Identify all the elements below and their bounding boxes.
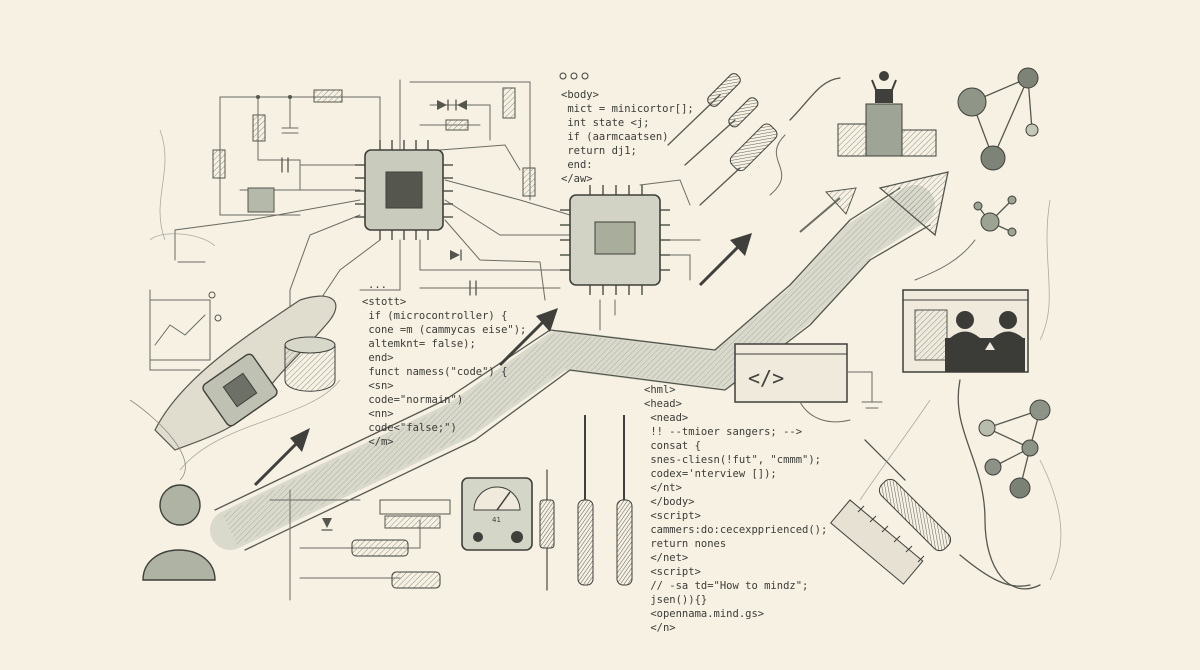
hand-chip-icon xyxy=(129,295,337,481)
podium-icon xyxy=(837,71,937,157)
screwdriver-icon-top xyxy=(667,73,759,166)
svg-text:<hml><head> <nead> !! --tm: <hml><head> <nead> !! --tmioer sangers; … xyxy=(644,384,827,634)
ruler-icon xyxy=(830,499,925,585)
person-icon xyxy=(142,484,216,581)
svg-text:<body> mict = minicortor[];: <body> mict = minicortor[]; int state <j… xyxy=(561,89,694,185)
bottom-circuit xyxy=(269,489,451,601)
network-icon xyxy=(957,67,1039,171)
code-window: </> xyxy=(734,343,883,423)
code-bottom: <hml><head> <nead> !! --tmioer sangers; … xyxy=(644,384,827,634)
sketch-swirls xyxy=(149,129,1062,581)
code-icon-label: </> xyxy=(748,366,784,390)
code-top: <body> mict = minicortor[]; int state <j… xyxy=(559,72,694,185)
resistor-icon xyxy=(539,469,555,591)
microchip-icon-2 xyxy=(560,185,670,295)
svg-text:...: ... xyxy=(368,279,387,291)
rising-arrows xyxy=(253,187,857,487)
growth-arrow-icon xyxy=(210,171,949,551)
gauge-label: 41 xyxy=(492,516,501,524)
screwdriver-icon xyxy=(577,415,633,586)
soldering-iron-icon-top xyxy=(699,77,841,206)
small-network-icon xyxy=(914,195,1017,281)
code-left: ... <stott> if (microcontroller) { cone … xyxy=(362,279,526,448)
microchip-icon xyxy=(355,140,453,240)
molecule-network-icon xyxy=(978,399,1051,499)
people-icon xyxy=(945,311,1041,590)
multimeter-icon: 41 xyxy=(461,477,533,551)
svg-text:<stott> if (microcontroller): <stott> if (microcontroller) { cone =m (… xyxy=(362,296,526,448)
soldering-iron-icon xyxy=(864,439,1031,587)
